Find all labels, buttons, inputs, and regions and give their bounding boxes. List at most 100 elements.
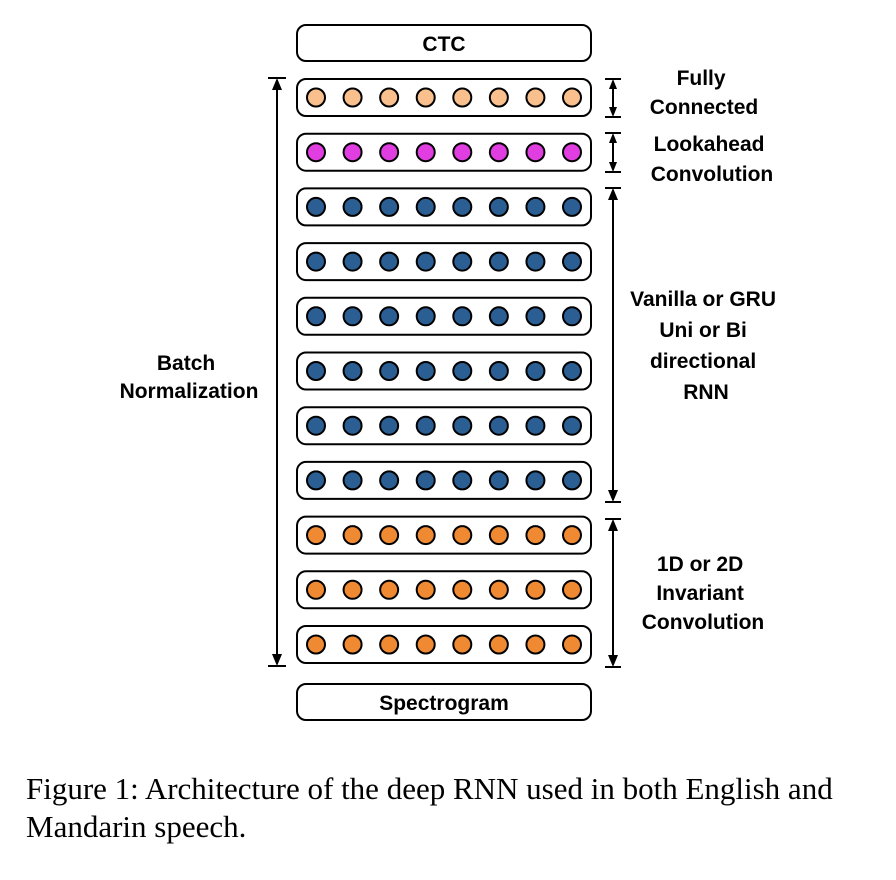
neuron-unit bbox=[342, 579, 363, 600]
neuron-unit bbox=[342, 87, 363, 108]
layer-row-rnn bbox=[296, 406, 592, 446]
layer-row-fully-connected bbox=[296, 78, 592, 117]
neuron-unit bbox=[525, 306, 546, 327]
neuron-unit bbox=[525, 142, 546, 163]
neuron-unit bbox=[488, 415, 509, 436]
neuron-unit bbox=[452, 251, 473, 272]
neuron-unit bbox=[415, 579, 436, 600]
neuron-unit bbox=[488, 361, 509, 381]
neuron-unit bbox=[379, 306, 400, 327]
neuron-unit bbox=[488, 579, 509, 600]
neuron-unit bbox=[379, 196, 400, 217]
neuron-unit bbox=[415, 142, 436, 163]
layer-row-rnn bbox=[296, 460, 592, 500]
layer-row-invariant-convolution bbox=[296, 625, 592, 664]
neuron-unit bbox=[342, 361, 363, 381]
batch-norm-label: Batch Normalization bbox=[120, 352, 259, 403]
layer-row-rnn bbox=[296, 351, 592, 391]
neuron-unit bbox=[379, 525, 400, 546]
neuron-unit bbox=[452, 634, 473, 655]
neuron-unit bbox=[306, 251, 326, 272]
fully-connected-bracket bbox=[605, 78, 621, 118]
neuron-unit bbox=[452, 470, 473, 491]
neuron-unit bbox=[379, 470, 400, 491]
neuron-unit bbox=[452, 579, 473, 600]
neuron-unit bbox=[306, 142, 326, 163]
conv-bracket bbox=[605, 518, 621, 668]
neuron-unit bbox=[379, 415, 400, 436]
neuron-unit bbox=[379, 361, 400, 381]
neuron-unit bbox=[379, 251, 400, 272]
layer-row-invariant-convolution bbox=[296, 515, 592, 555]
neuron-unit bbox=[379, 634, 400, 655]
neuron-unit bbox=[342, 470, 363, 491]
neuron-unit bbox=[452, 525, 473, 546]
architecture-diagram: CTC Spectrogram Batch Normalization Full… bbox=[120, 24, 776, 721]
neuron-unit bbox=[415, 361, 436, 381]
neuron-unit bbox=[306, 306, 326, 327]
neuron-unit bbox=[525, 251, 546, 272]
neuron-unit bbox=[562, 415, 582, 436]
rnn-bracket bbox=[605, 187, 621, 503]
neuron-unit bbox=[488, 196, 509, 217]
neuron-unit bbox=[306, 525, 326, 546]
neuron-unit bbox=[562, 306, 582, 327]
lookahead-bracket bbox=[605, 132, 621, 173]
neuron-unit bbox=[379, 87, 400, 108]
spectrogram-label: Spectrogram bbox=[379, 692, 509, 715]
neuron-unit bbox=[525, 87, 546, 108]
neuron-unit bbox=[488, 87, 509, 108]
neuron-unit bbox=[562, 361, 582, 381]
neuron-unit bbox=[525, 361, 546, 381]
neuron-unit bbox=[415, 196, 436, 217]
neuron-unit bbox=[452, 142, 473, 163]
figure-caption: Figure 1: Architecture of the deep RNN u… bbox=[26, 771, 833, 844]
neuron-unit bbox=[379, 142, 400, 163]
neuron-unit bbox=[415, 251, 436, 272]
neuron-unit bbox=[525, 470, 546, 491]
neuron-unit bbox=[452, 87, 473, 108]
neuron-unit bbox=[525, 525, 546, 546]
neuron-unit bbox=[562, 87, 582, 108]
neuron-unit bbox=[488, 142, 509, 163]
neuron-unit bbox=[452, 196, 473, 217]
neuron-unit bbox=[525, 196, 546, 217]
neuron-unit bbox=[488, 525, 509, 546]
neuron-unit bbox=[562, 142, 582, 163]
layers-group bbox=[296, 78, 592, 664]
neuron-unit bbox=[306, 415, 326, 436]
neuron-unit bbox=[306, 470, 326, 491]
neuron-unit bbox=[452, 306, 473, 327]
neuron-unit bbox=[342, 251, 363, 272]
neuron-unit bbox=[415, 415, 436, 436]
neuron-unit bbox=[342, 142, 363, 163]
neuron-unit bbox=[452, 361, 473, 381]
neuron-unit bbox=[562, 470, 582, 491]
neuron-unit bbox=[306, 634, 326, 655]
neuron-unit bbox=[415, 470, 436, 491]
layer-row-lookahead-convolution bbox=[296, 132, 592, 172]
layer-row-rnn bbox=[296, 296, 592, 336]
layer-row-rnn bbox=[296, 187, 592, 227]
neuron-unit bbox=[488, 634, 509, 655]
neuron-unit bbox=[342, 196, 363, 217]
neuron-unit bbox=[379, 579, 400, 600]
neuron-unit bbox=[306, 87, 326, 108]
neuron-unit bbox=[415, 306, 436, 327]
ctc-label: CTC bbox=[422, 33, 465, 56]
neuron-unit bbox=[306, 196, 326, 217]
neuron-unit bbox=[488, 470, 509, 491]
layer-row-invariant-convolution bbox=[296, 570, 592, 610]
layer-row-rnn bbox=[296, 242, 592, 282]
neuron-unit bbox=[562, 525, 582, 546]
neuron-unit bbox=[342, 525, 363, 546]
neuron-unit bbox=[562, 579, 582, 600]
neuron-unit bbox=[525, 415, 546, 436]
neuron-unit bbox=[342, 415, 363, 436]
neuron-unit bbox=[562, 634, 582, 655]
neuron-unit bbox=[342, 634, 363, 655]
conv-label: 1D or 2D Invariant Convolution bbox=[642, 553, 764, 634]
neuron-unit bbox=[415, 87, 436, 108]
ctc-block: CTC bbox=[296, 24, 592, 62]
neuron-unit bbox=[525, 579, 546, 600]
